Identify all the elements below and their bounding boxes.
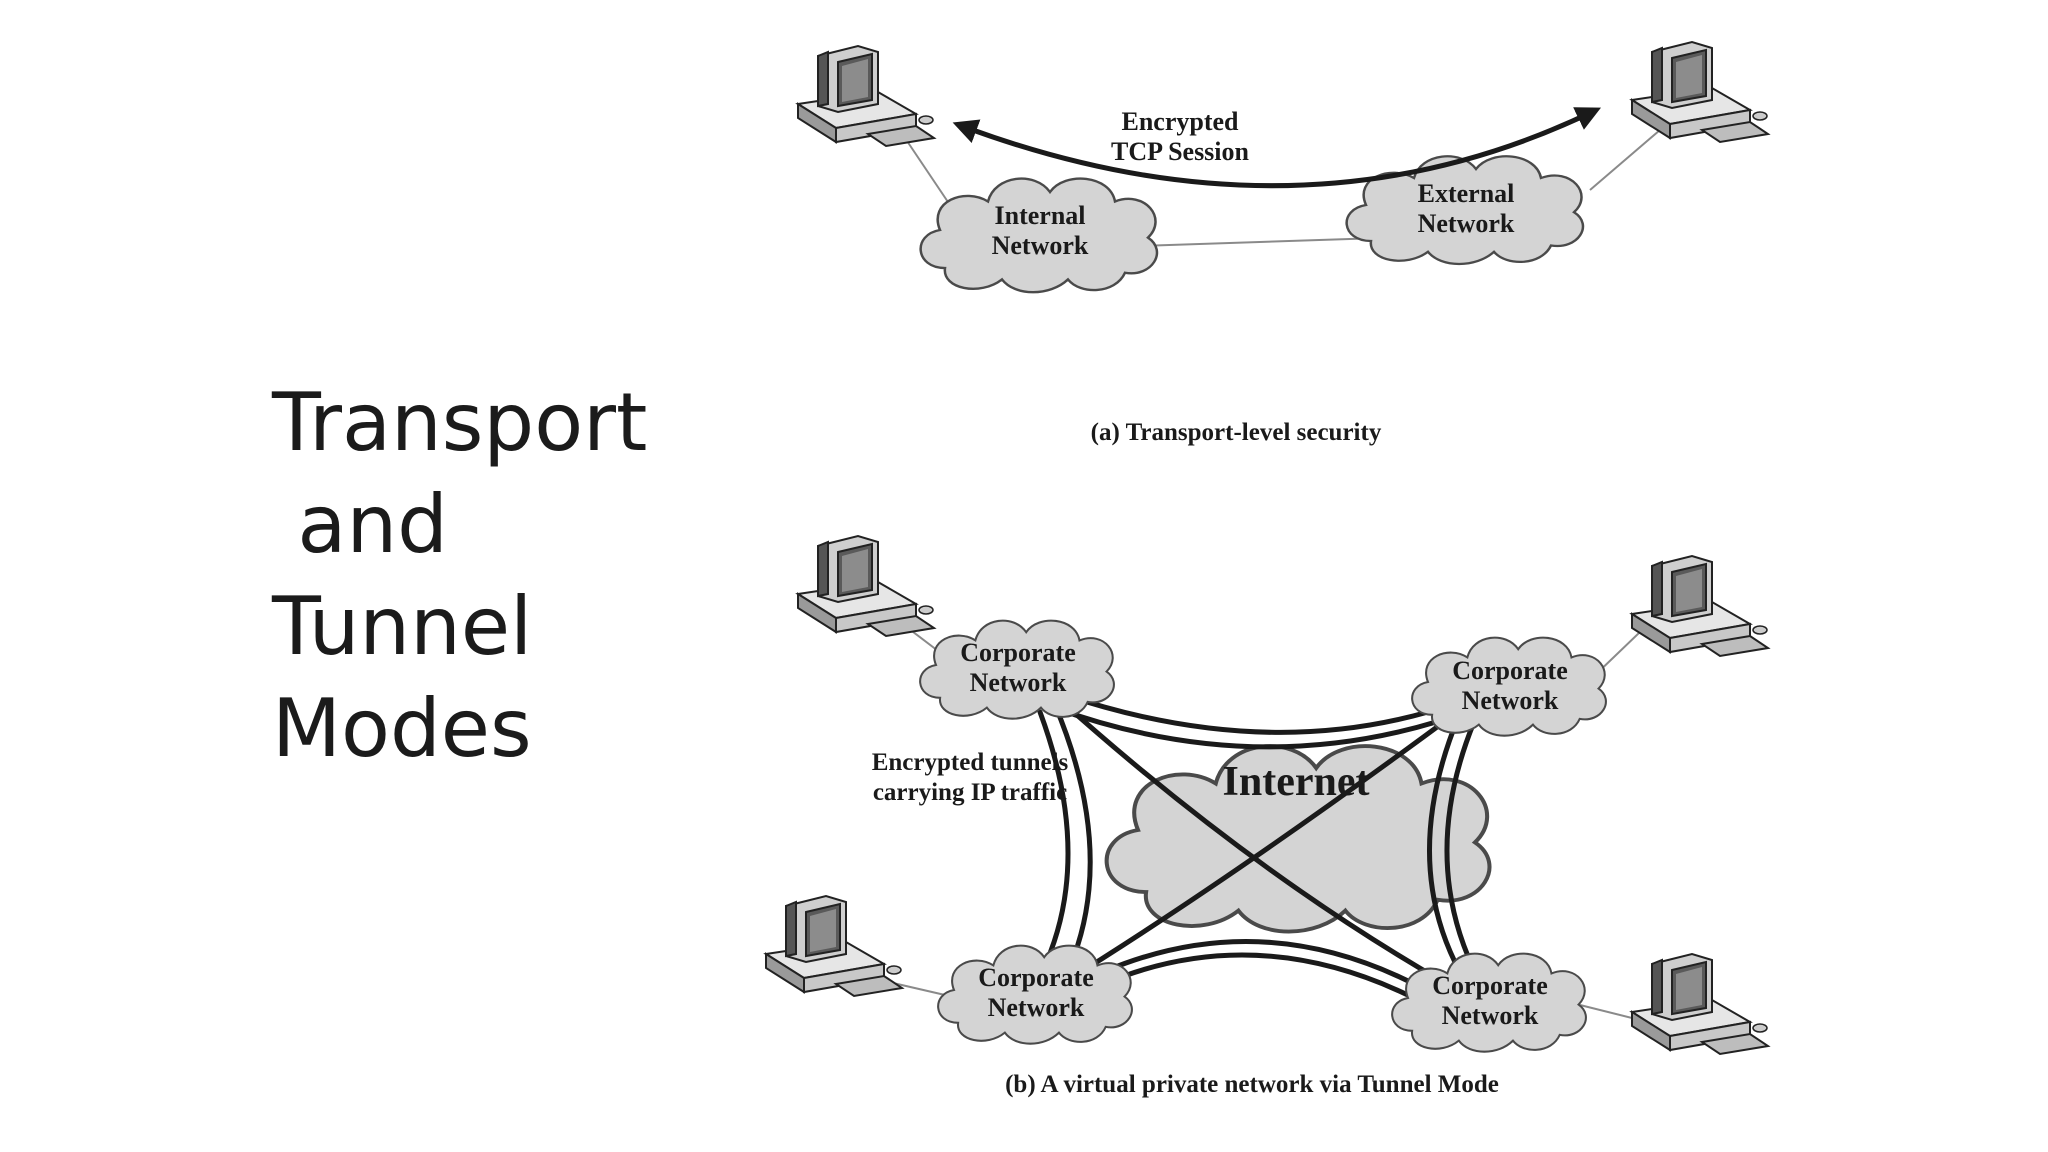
desktop-computer-icon (1631, 41, 1769, 143)
external-network-label-2: Network (1418, 209, 1515, 238)
internal-network-label-1: Internal (995, 201, 1086, 230)
desktop-computer-icon (797, 535, 935, 637)
encrypted-session-arrow (952, 107, 1602, 189)
tunnel-tr-bl (1057, 713, 1455, 988)
caption-a: (a) Transport-level security (1091, 419, 1382, 446)
corp-tl-label-1: Corporate (960, 638, 1076, 667)
title-line-4: Modes (272, 682, 532, 775)
external-network-label-1: External (1418, 179, 1515, 208)
corp-br-label-2: Network (1442, 1001, 1539, 1030)
diagram-b-vpn-tunnel-mode: Corporate Network Corporate Network Corp… (765, 535, 1769, 1098)
wire-external-pc-right (1589, 129, 1661, 191)
corp-tl-label-2: Network (970, 668, 1067, 697)
tunnel-tl-br (1057, 697, 1443, 983)
corp-bl-label-1: Corporate (978, 963, 1094, 992)
internet-label: Internet (1223, 759, 1370, 805)
desktop-computer-icon (797, 45, 935, 147)
tunnel-tr-br-2 (1444, 719, 1481, 981)
caption-b: (b) A virtual private network via Tunnel… (1005, 1071, 1499, 1098)
corp-tr-label-1: Corporate (1452, 656, 1568, 685)
desktop-computer-icon (765, 895, 903, 997)
wire-pc-br (1579, 1004, 1641, 1021)
tunnel-tl-tr-1 (1062, 692, 1431, 735)
title-line-2: and (272, 478, 448, 571)
corp-tr-label-2: Network (1462, 686, 1559, 715)
session-label-1: Encrypted (1122, 107, 1240, 136)
tunnels-label-2: carrying IP traffic (873, 779, 1067, 806)
title-line-1: Transport (272, 376, 648, 469)
session-label-2: TCP Session (1111, 137, 1250, 166)
corp-br-label-1: Corporate (1432, 971, 1548, 1000)
tunnel-tl-bl-1 (1037, 709, 1071, 975)
title-line-3: Tunnel (272, 580, 533, 673)
tunnel-tl-tr-2 (1052, 705, 1439, 750)
wire-pc-left-internal (904, 137, 951, 206)
slide-title: Transport and Tunnel Modes (272, 372, 647, 780)
wire-internal-external (1139, 237, 1381, 247)
desktop-computer-icon (1631, 555, 1769, 657)
diagram-a-transport-security: Internal Network External Network Encryp… (797, 41, 1769, 446)
desktop-computer-icon (1631, 953, 1769, 1055)
internal-network-label-2: Network (992, 231, 1089, 260)
tunnel-tl-bl-2 (1052, 702, 1093, 981)
tunnels-label-1: Encrypted tunnels (872, 749, 1069, 776)
tunnel-tr-br-1 (1427, 715, 1463, 975)
corp-bl-label-2: Network (988, 993, 1085, 1022)
